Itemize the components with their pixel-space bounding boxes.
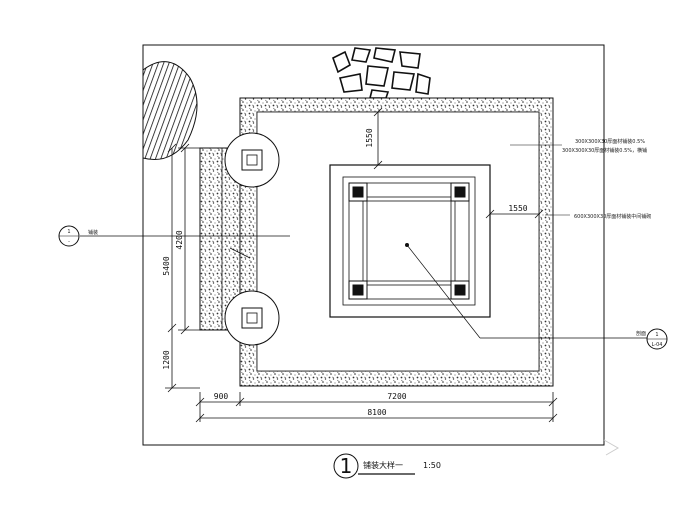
tree-canopy [142,61,198,160]
right-callout-label: 剖面 [636,330,646,337]
dim-left-lower-label: 1200 [162,350,171,369]
tree-pit-upper [224,132,280,188]
section-mark-left-number: 1 [67,229,70,235]
note-leaders-right [510,144,570,216]
dim-bottom-mid-label: 7200 [387,392,406,401]
dim-bottom-chain [195,392,558,423]
section-mark-left-sheet: - [68,239,70,245]
dim-top-gap [373,107,383,170]
drawing-frame [142,44,605,446]
section-mark-right-number: 1 [655,332,658,338]
title-block: 1 铺装大样一 1:50 [333,453,441,479]
section-mark-left: 1 - [58,225,80,247]
dim-left-total-label: 5400 [162,256,171,275]
section-mark-right-sheet: L-04 [652,342,663,348]
section-mark-right: 1 L-04 [646,328,668,350]
dim-bottom-left-label: 900 [214,392,229,401]
dim-right-gap [485,209,544,219]
stepping-stones [332,47,431,99]
dim-right-gap-label: 1550 [508,204,527,213]
note-right-3: 600X300X30厚面材铺装中间铺砌 [574,213,651,220]
title-scale: 1:50 [423,461,441,470]
note-right-1: 300X300X30厚面材铺装0.5% [575,138,645,145]
note-right-2: 300X300X30厚面材铺装0.5%，横铺 [562,147,647,154]
dim-top-gap-label: 1550 [365,128,374,147]
dim-left-chain [165,143,200,393]
title-number: 1 [340,454,353,478]
dim-left-inner-label: 4200 [175,230,184,249]
tree-pit-lower [224,290,280,346]
left-callout-label: 铺装 [88,229,98,236]
leader-right-section [406,244,648,339]
pavilion [329,164,491,318]
faint-mark [603,439,619,456]
dim-bottom-total-label: 8100 [367,408,386,417]
title-name: 铺装大样一 [363,460,403,470]
